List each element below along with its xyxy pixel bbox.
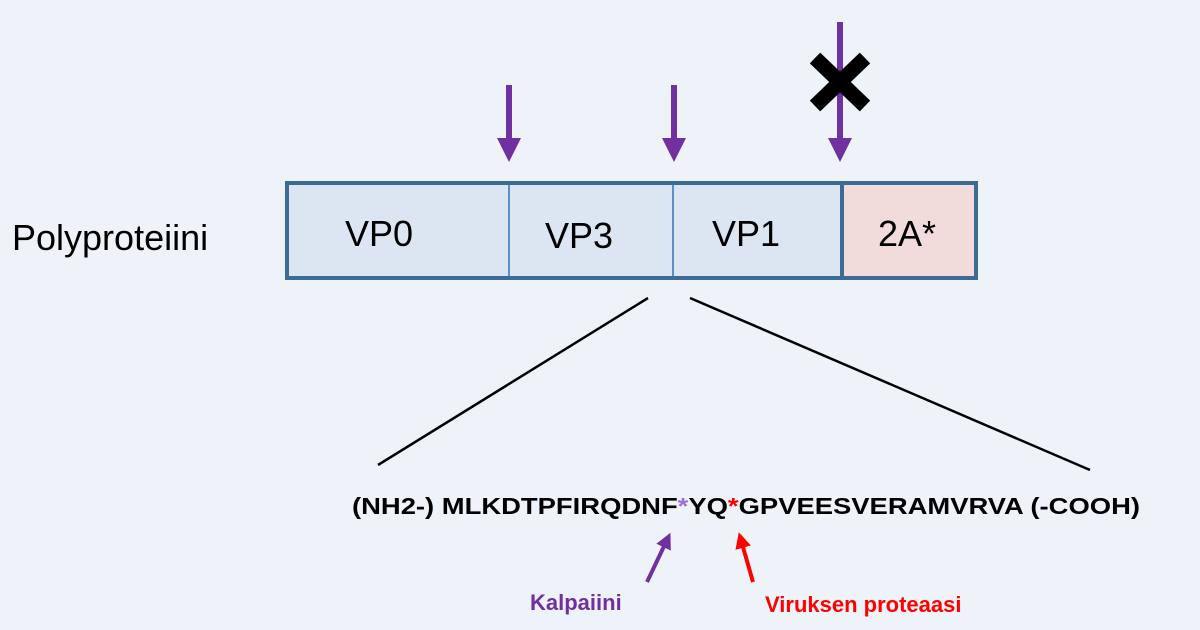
segment-vp0 xyxy=(287,183,509,278)
calpain-arrow xyxy=(645,532,671,583)
polyprotein-bar: VP0 VP3 VP1 2A* xyxy=(285,181,978,280)
segment-label-2a: 2A* xyxy=(878,213,936,254)
amino-acid-sequence: (NH2-) MLKDTPFIRQDNF*YQ*GPVEESVERAMVRVA … xyxy=(352,493,1140,519)
calpain-site-star: * xyxy=(678,493,689,519)
segment-vp3 xyxy=(509,183,673,278)
segment-2a xyxy=(842,183,976,278)
protease-arrow xyxy=(735,532,755,583)
polyprotein-label: Polyproteiini xyxy=(12,217,208,258)
segment-label-vp3: VP3 xyxy=(545,215,613,256)
zoom-line-right xyxy=(689,296,1091,472)
blocked-x-icon xyxy=(809,52,871,112)
calpain-label: Kalpaiini xyxy=(530,590,622,615)
segment-label-vp0: VP0 xyxy=(345,213,413,254)
bar-border xyxy=(285,181,978,280)
segment-label-vp1: VP1 xyxy=(712,213,780,254)
segment-vp1 xyxy=(673,183,842,278)
zoom-line-left xyxy=(377,296,649,467)
viral-protease-label: Viruksen proteaasi xyxy=(765,592,961,617)
protease-site-star: * xyxy=(728,493,739,519)
